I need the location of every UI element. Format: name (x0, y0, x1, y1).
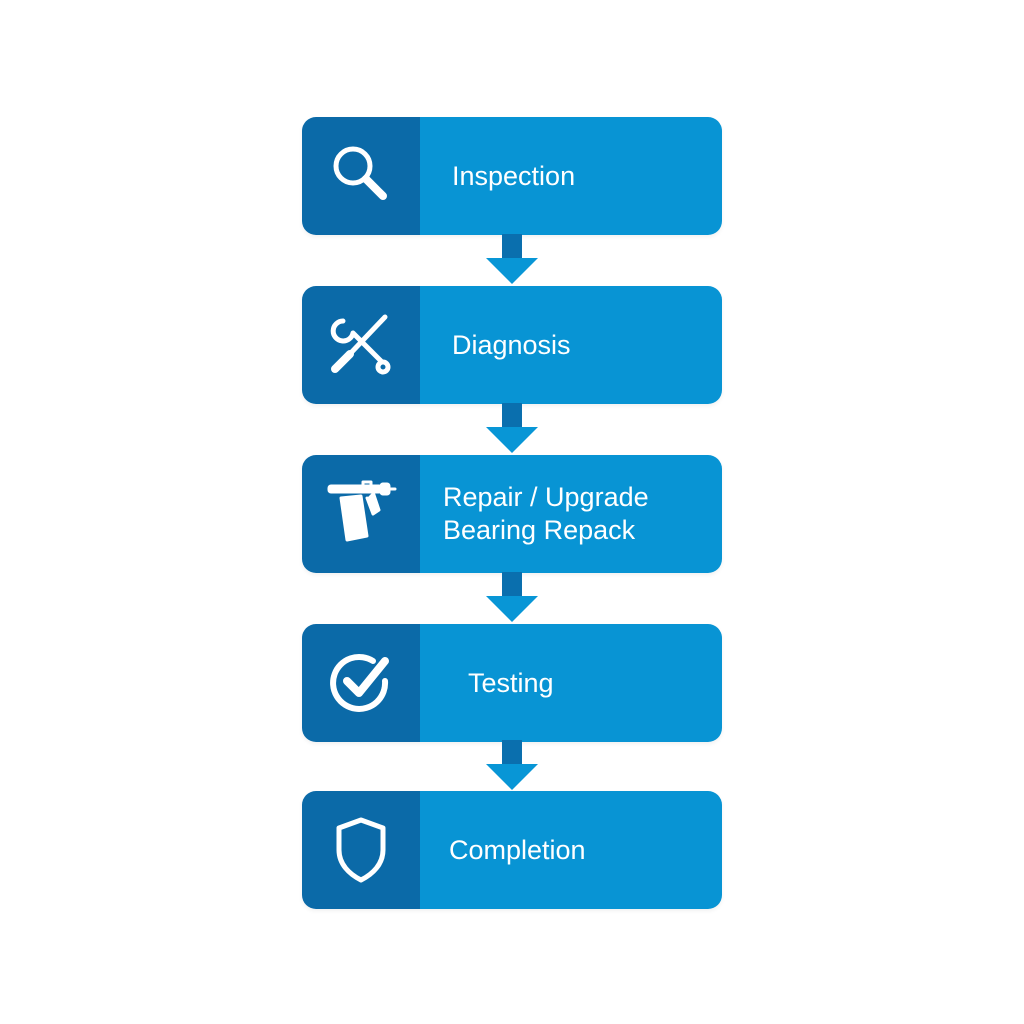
step-repair-upgrade: Repair / Upgrade Bearing Repack (302, 455, 722, 573)
step-icon-panel (302, 791, 420, 909)
step-label-panel: Testing (420, 624, 722, 742)
step-completion: Completion (302, 791, 722, 909)
step-label-panel: Inspection (420, 117, 722, 235)
check-circle-icon (330, 654, 389, 712)
connector-arrow (484, 234, 540, 286)
step-inspection: Inspection (302, 117, 722, 235)
shield-icon (336, 817, 386, 883)
wrench-screwdriver-icon (330, 314, 391, 375)
connector-arrow (484, 572, 540, 624)
step-icon-panel (302, 117, 420, 235)
step-label-panel: Completion (420, 791, 722, 909)
step-label: Diagnosis (452, 329, 571, 360)
step-diagnosis: Diagnosis (302, 286, 722, 404)
step-label-line-1: Repair / Upgrade (443, 482, 649, 512)
step-label: Inspection (452, 160, 576, 191)
step-label: Testing (468, 667, 554, 698)
step-icon-panel (302, 624, 420, 742)
step-icon-panel (302, 286, 420, 404)
step-label-panel: Diagnosis (420, 286, 722, 404)
step-testing: Testing (302, 624, 722, 742)
step-label-panel: Repair / Upgrade Bearing Repack (420, 455, 722, 573)
grease-gun-icon (327, 480, 397, 542)
step-label: Completion (449, 834, 586, 865)
connector-arrow (484, 740, 540, 792)
step-icon-panel (302, 455, 420, 573)
magnifying-glass-icon (333, 146, 387, 200)
connector-arrow (484, 403, 540, 455)
step-label-line-2: Bearing Repack (443, 515, 636, 545)
